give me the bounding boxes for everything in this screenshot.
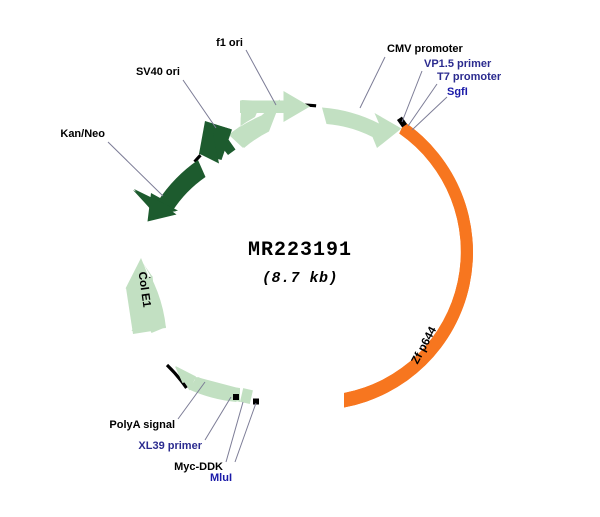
leader-f1-ori — [245, 49, 277, 106]
feature-sv40-ori-head — [199, 133, 219, 164]
feature-myc-ddk-segment — [240, 388, 253, 405]
label-myc-ddk: Myc-DDK — [174, 461, 223, 473]
feature-zf-p644-band — [344, 122, 473, 408]
leader-myc-ddk — [225, 401, 244, 463]
feature-f1-ori[interactable] — [229, 91, 310, 148]
label-vp15-primer: VP1.5 primer — [424, 58, 492, 70]
leader-polya-signal — [177, 381, 206, 420]
feature-kan-neo[interactable] — [133, 160, 206, 222]
feature-cmv-promoter-arrow — [322, 107, 402, 148]
leader-cmv-promoter — [359, 56, 386, 109]
plasmid-center-title: MR223191 (8.7 kb) — [248, 239, 352, 287]
feature-zf-p644[interactable]: Zf p644 — [344, 122, 473, 408]
leader-sgfi — [411, 96, 448, 131]
leader-t7-promoter — [407, 83, 438, 127]
feature-col-e1-head — [125, 258, 152, 289]
leader-lines — [107, 49, 448, 463]
label-sv40-ori: SV40 ori — [136, 66, 180, 78]
annotation-labels: CMV promoter VP1.5 primer T7 promoter Sg… — [60, 37, 502, 484]
plasmid-size: (8.7 kb) — [262, 270, 338, 287]
leader-sv40-ori — [182, 79, 217, 129]
leader-kan-neo — [107, 141, 164, 197]
feature-f1-ori-arrow-tail — [229, 100, 262, 148]
feature-kan-neo-body — [158, 160, 206, 211]
feature-sv40-ori[interactable] — [199, 121, 236, 164]
label-polya-signal: PolyA signal — [109, 419, 175, 431]
feature-polya-signal-body — [189, 377, 240, 402]
label-f1-ori: f1 ori — [216, 37, 243, 49]
site-tick-left[interactable] — [233, 394, 239, 400]
leader-vp15-primer — [401, 70, 423, 123]
backbone-arc-lower-left — [165, 363, 188, 389]
label-t7-promoter: T7 promoter — [437, 71, 502, 83]
plasmid-name: MR223191 — [248, 239, 352, 262]
leader-xl39-primer — [204, 396, 232, 441]
feature-myc-ddk[interactable] — [240, 388, 253, 405]
feature-polya-signal-head2 — [175, 366, 199, 383]
label-sgfi-site[interactable]: SgfI — [447, 86, 468, 98]
label-cmv-promoter: CMV promoter — [387, 43, 464, 55]
feature-col-e1-label: Col E1 — [136, 271, 153, 309]
mlui-site-tick[interactable] — [253, 398, 259, 405]
label-kan-neo: Kan/Neo — [60, 128, 105, 140]
feature-polya-signal[interactable] — [175, 366, 240, 402]
backbone-arc-sv40 — [193, 154, 202, 163]
feature-kan-neo-head2 — [134, 189, 178, 216]
feature-cmv-promoter[interactable] — [322, 107, 402, 149]
leader-mlui — [234, 402, 257, 463]
feature-col-e1[interactable]: Col E1 — [125, 258, 167, 334]
feature-f1-ori-arrow-body — [240, 91, 310, 122]
label-xl39-primer: XL39 primer — [138, 440, 202, 452]
feature-col-e1-outer — [131, 259, 166, 331]
label-mlui-site[interactable]: MluI — [210, 472, 232, 484]
